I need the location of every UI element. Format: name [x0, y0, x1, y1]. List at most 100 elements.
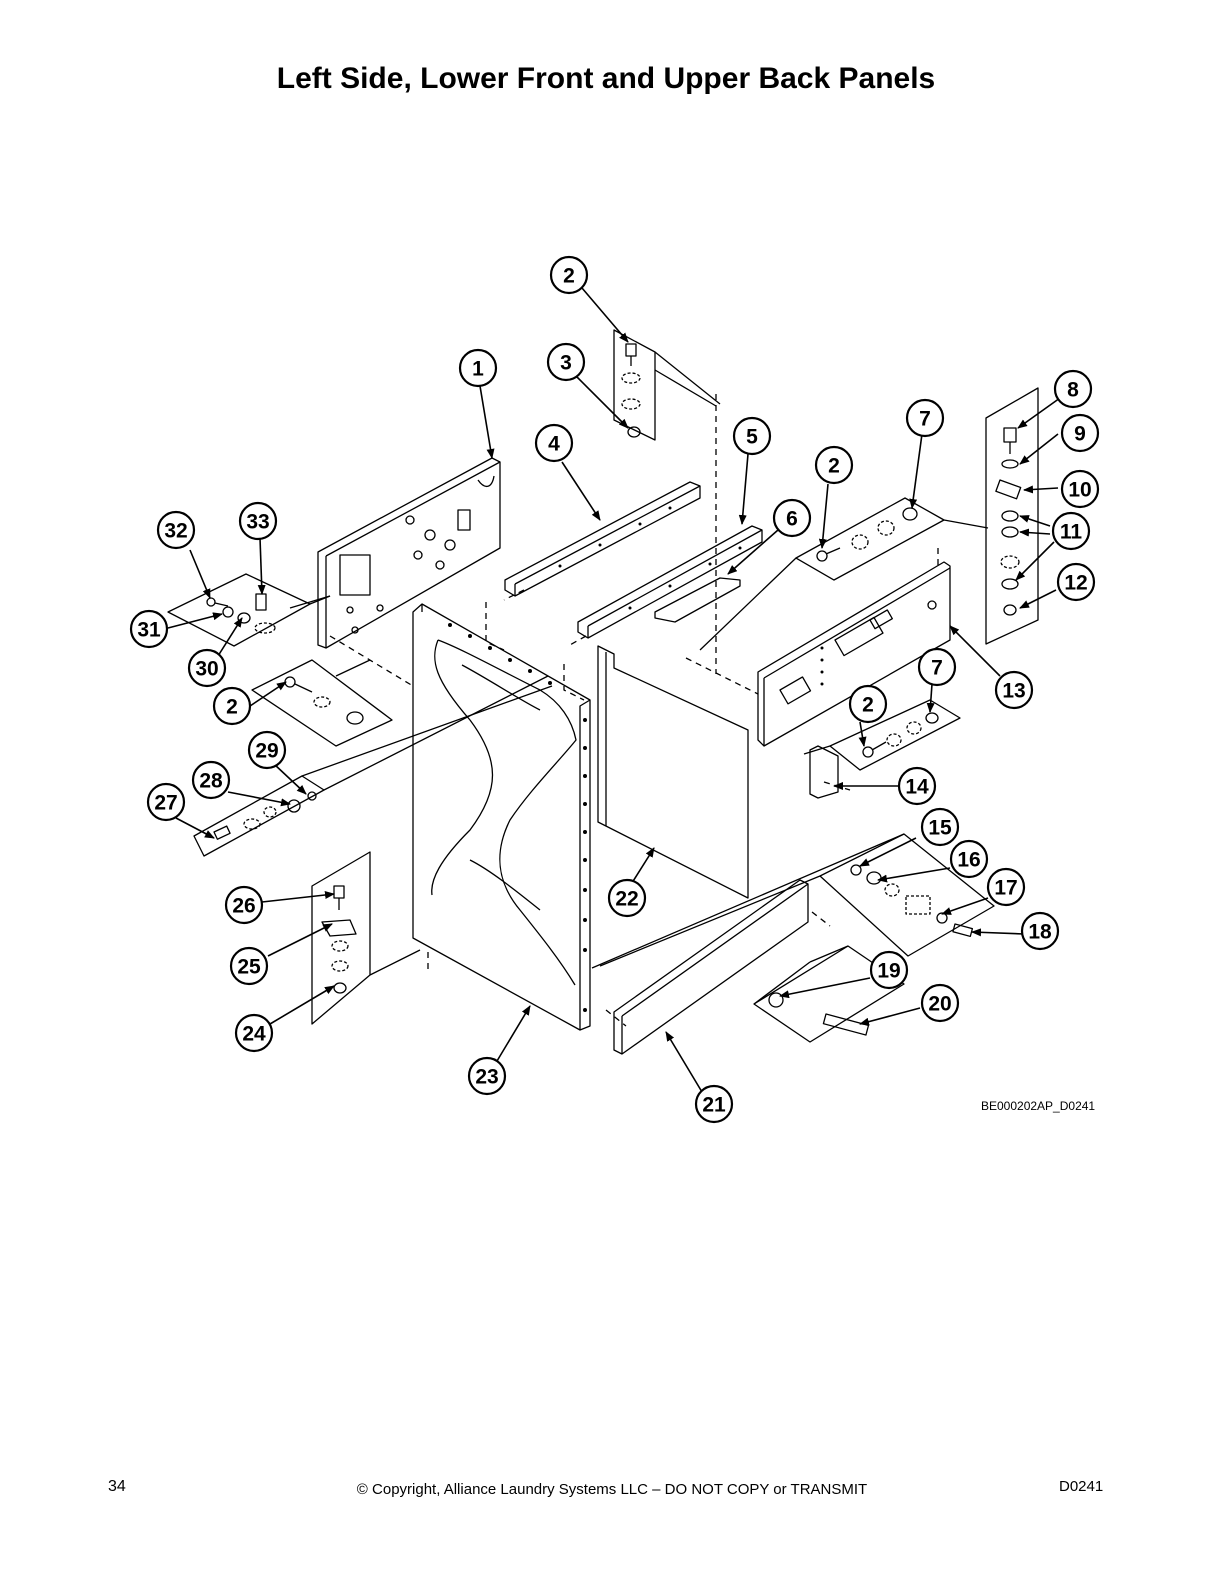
callout-number: 26 — [232, 895, 255, 918]
callout-circle — [869, 950, 909, 990]
callout-number: 32 — [164, 520, 187, 543]
callout-9: 9 — [1060, 413, 1100, 453]
callout-circle — [212, 686, 252, 726]
callout-number: 12 — [1064, 572, 1087, 595]
callout-10: 10 — [1060, 469, 1100, 509]
callout-number: 18 — [1028, 921, 1052, 944]
hardware-inset-top — [613, 329, 656, 441]
callout-circle — [986, 867, 1026, 907]
callout-2: 2 — [549, 255, 589, 295]
callout-number: 10 — [1068, 479, 1091, 502]
callout-circle — [607, 878, 647, 918]
callout-number: 7 — [931, 657, 943, 680]
callout-31: 31 — [129, 609, 169, 649]
callout-circle — [549, 255, 589, 295]
callout-4: 4 — [534, 423, 574, 463]
callout-circle — [917, 647, 957, 687]
hardware-inset-8 — [985, 387, 1039, 645]
callout-circle — [1053, 369, 1093, 409]
callout-number: 22 — [615, 888, 638, 911]
hardware-inset-15 — [819, 833, 995, 957]
callout-number: 6 — [786, 508, 798, 531]
callout-27: 27 — [146, 782, 186, 822]
callout-23: 23 — [467, 1056, 507, 1096]
callout-circle — [994, 670, 1034, 710]
hardware-inset-2-right — [795, 497, 945, 581]
callout-16: 16 — [949, 839, 989, 879]
callout-32: 32 — [156, 510, 196, 550]
callout-circle — [1020, 911, 1060, 951]
rear-panel — [597, 645, 749, 899]
callout-number: 2 — [828, 455, 840, 478]
callout-number: 23 — [475, 1066, 498, 1089]
leader-lines — [289, 351, 989, 1005]
callout-circle — [191, 760, 231, 800]
callout-number: 11 — [1060, 521, 1083, 544]
callout-circle — [1060, 413, 1100, 453]
callout-arrows — [167, 287, 1061, 1093]
callout-number: 7 — [919, 408, 931, 431]
hardware-inset-33 — [167, 573, 311, 647]
callout-circle — [848, 684, 888, 724]
callout-circle — [732, 416, 772, 456]
callout-circle — [694, 1084, 734, 1124]
callout-number: 28 — [199, 770, 223, 793]
callout-13: 13 — [994, 670, 1034, 710]
callout-number: 24 — [242, 1023, 266, 1046]
callout-19: 19 — [869, 950, 909, 990]
callout-number: 31 — [137, 619, 161, 642]
callout-14: 14 — [897, 766, 937, 806]
callout-circle — [129, 609, 169, 649]
copyright-notice: © Copyright, Alliance Laundry Systems LL… — [356, 1481, 868, 1498]
callout-28: 28 — [191, 760, 231, 800]
callout-1: 1 — [458, 348, 498, 388]
callout-number: 20 — [928, 993, 951, 1016]
callout-circle — [146, 782, 186, 822]
callout-circle — [224, 885, 264, 925]
callout-2-3: 2 — [212, 686, 252, 726]
callout-2-4: 2 — [848, 684, 888, 724]
hardware-inset-2-lower — [829, 699, 961, 771]
lower-front-panel — [613, 879, 809, 1055]
callout-circle — [458, 348, 498, 388]
hardware-inset-2-left — [251, 659, 393, 747]
page-number: 34 — [108, 1478, 126, 1495]
callout-29: 29 — [247, 730, 287, 770]
callout-number: 14 — [905, 776, 929, 799]
callout-number: 5 — [746, 426, 758, 449]
callout-8: 8 — [1053, 369, 1093, 409]
document-code: D0241 — [1059, 1478, 1104, 1495]
callout-26: 26 — [224, 885, 264, 925]
callout-circle — [229, 946, 269, 986]
hardware-inset-19 — [753, 945, 905, 1043]
callout-number: 2 — [563, 265, 575, 288]
callout-number: 3 — [560, 352, 572, 375]
callout-12: 12 — [1056, 562, 1096, 602]
callout-circle — [772, 498, 812, 538]
callout-number: 15 — [928, 817, 952, 840]
callout-number: 29 — [255, 740, 278, 763]
callout-number: 16 — [957, 849, 980, 872]
callout-number: 2 — [226, 696, 238, 719]
page-title: Left Side, Lower Front and Upper Back Pa… — [276, 62, 936, 95]
callout-circle — [949, 839, 989, 879]
callout-number: 30 — [195, 658, 218, 681]
top-rail-right — [577, 525, 763, 639]
callout-7: 7 — [905, 398, 945, 438]
callout-24: 24 — [234, 1013, 274, 1053]
callout-circle — [546, 342, 586, 382]
callout-circle — [156, 510, 196, 550]
left-side-panel — [412, 603, 591, 1031]
hardware-inset-24 — [311, 851, 371, 1025]
callout-5: 5 — [732, 416, 772, 456]
upper-back-panel — [317, 457, 501, 649]
callout-15: 15 — [920, 807, 960, 847]
callout-number: 19 — [877, 960, 900, 983]
callout-circle — [920, 807, 960, 847]
callout-number: 4 — [548, 433, 560, 456]
callout-number: 21 — [702, 1094, 726, 1117]
callout-circle — [1060, 469, 1100, 509]
callout-2-2: 2 — [814, 445, 854, 485]
callout-number: 1 — [472, 358, 484, 381]
